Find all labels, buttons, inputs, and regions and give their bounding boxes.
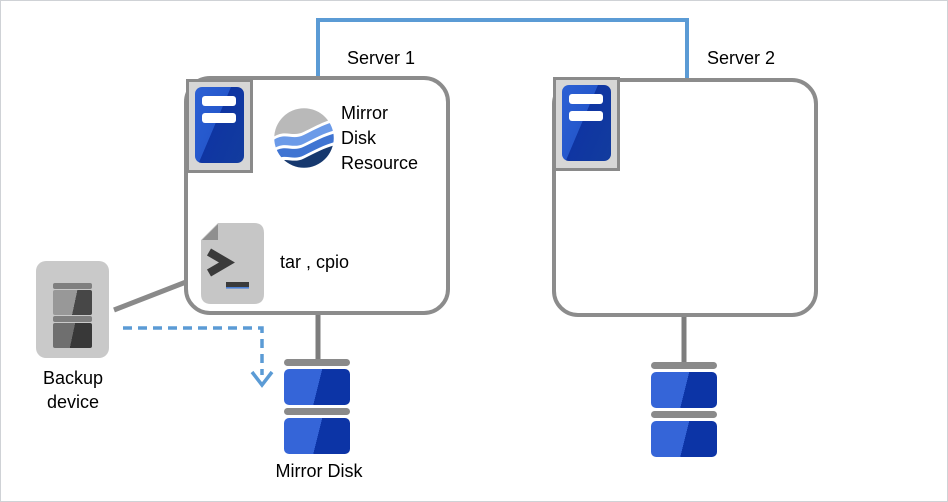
disk-platter-bar [284,408,350,415]
server2-title: Server 2 [707,48,776,68]
backup-cartridge [53,323,92,348]
backup-to-disk-dashed-arrow [123,326,264,375]
server2-tower-icon [553,77,620,171]
shell-script-icon [201,223,264,304]
mirror-disk-icon-server2 [651,362,717,457]
disk-body [284,418,350,454]
disk-platter-bar [284,359,350,366]
backup-device-label: Backup device [42,368,104,412]
backup-slot-bar [53,316,92,322]
server-tower-body [195,87,244,163]
disk-platter-bar [651,362,717,369]
backup-command-label: tar , cpio [280,252,350,272]
backup-server1-connector [113,279,187,313]
server1-tower-icon [186,79,253,173]
tower-slot [202,96,236,106]
server-tower-body [562,85,611,161]
mirror-disk-resource-icon [273,107,335,169]
mirror-disk-icon-server1 [284,359,350,454]
backup-device-icon [36,261,109,358]
server1-title: Server 1 [347,48,416,68]
disk-body [651,421,717,457]
disk-body [651,372,717,408]
disk-platter-bar [651,411,717,418]
dashed-arrowhead [250,370,274,388]
backup-cartridge [53,290,92,315]
mirror-disk-resource-label: Mirror Disk Resource [341,103,419,173]
tower-slot [569,94,603,104]
tower-slot [569,111,603,121]
tower-slot [202,113,236,123]
server2-box [552,78,818,317]
mirror-disk-label: Mirror Disk [275,461,363,481]
backup-slot-bar [53,283,92,289]
disk-body [284,369,350,405]
